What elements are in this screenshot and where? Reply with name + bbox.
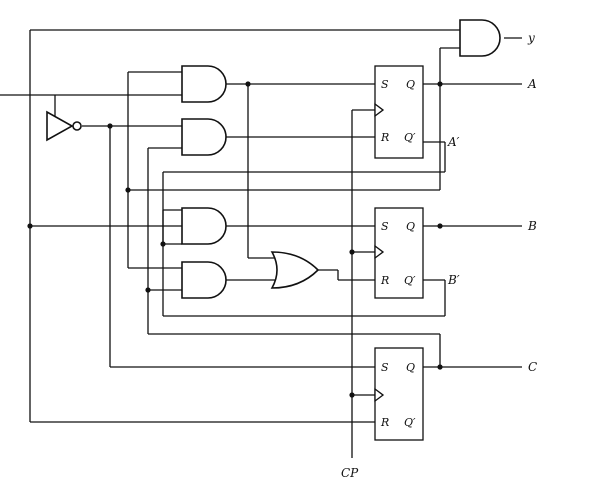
junction-dot [27, 223, 33, 229]
ff-a-s-pin: S [381, 78, 389, 91]
output-c-label: C [528, 360, 537, 374]
ff-a-r-pin: R [380, 131, 389, 144]
wires [0, 29, 522, 458]
junction-dot [437, 223, 443, 229]
clock-label: CP [341, 466, 359, 480]
and-gate-y [459, 19, 501, 57]
and-gate-1 [181, 65, 227, 103]
inverter [46, 110, 82, 142]
junction-dot [245, 81, 251, 87]
ff-c-qprime-pin: Q′ [404, 416, 416, 429]
ff-c-r-pin: R [380, 416, 389, 429]
ff-b-q-pin: Q [406, 220, 415, 233]
junction-dot [107, 123, 113, 129]
junction-dots [27, 81, 443, 398]
junction-dot [437, 81, 443, 87]
junction-dot [349, 392, 355, 398]
ff-a-qprime-pin: Q′ [404, 131, 416, 144]
and-gate-3 [181, 207, 227, 245]
junction-dot [145, 287, 151, 293]
or-gate [270, 251, 320, 289]
output-a-label: A [527, 77, 537, 91]
ff-a-q-pin: Q [406, 78, 415, 91]
ff-b-r-pin: R [380, 274, 389, 287]
and-gate-4 [181, 261, 227, 299]
junction-dot [437, 364, 443, 370]
output-b-label: B [527, 219, 537, 233]
junction-dot [160, 241, 166, 247]
junction-dot [125, 187, 131, 193]
output-y-label: y [527, 31, 535, 45]
junction-dot [349, 249, 355, 255]
ff-c-s-pin: S [381, 361, 389, 374]
ff-b-s-pin: S [381, 220, 389, 233]
ff-c-q-pin: Q [406, 361, 415, 374]
output-b-prime-label: B′ [447, 273, 460, 287]
flip-flop-c: S R Q Q′ [374, 347, 424, 441]
flip-flop-b: S R Q Q′ [374, 207, 424, 299]
output-a-prime-label: A′ [447, 135, 460, 149]
and-gate-2 [181, 118, 227, 156]
flip-flop-a: S R Q Q′ [374, 65, 424, 159]
ff-b-qprime-pin: Q′ [404, 274, 416, 287]
